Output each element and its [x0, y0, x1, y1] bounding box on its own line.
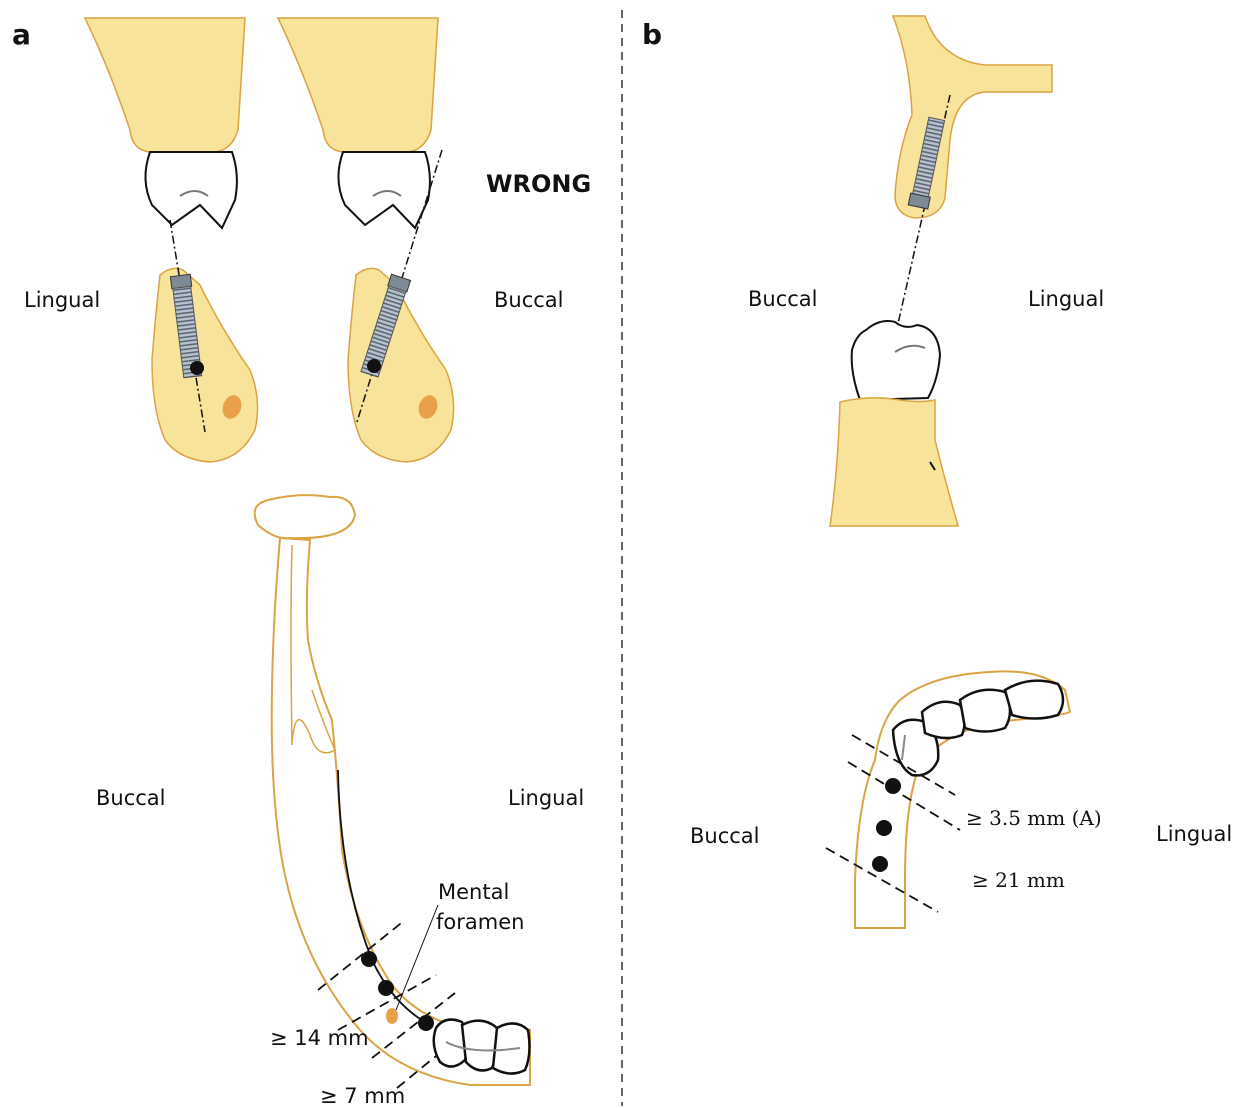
panel-a-letter: a	[12, 18, 31, 51]
wrong-label: WRONG	[486, 170, 591, 198]
panel-a-top-buccal-label: Buccal	[494, 288, 564, 312]
panel-a-correct-figure	[85, 18, 258, 462]
implant-site-dot	[378, 980, 394, 996]
panel-a-bottom-lingual-label: Lingual	[508, 786, 584, 810]
mental-foramen-label-line2: foramen	[436, 910, 524, 934]
upper-molar-tooth	[338, 152, 429, 228]
panel-b-letter: b	[642, 18, 662, 51]
panel-a-top-lingual-label: Lingual	[24, 288, 100, 312]
implant-apex-dot	[367, 359, 381, 373]
lower-tooth	[852, 321, 940, 400]
mental-foramen-label-line1: Mental	[438, 880, 509, 904]
maxilla-bone	[278, 18, 438, 152]
distance-14mm-label: ≥ 14 mm	[270, 1026, 369, 1050]
implant-site-dot	[418, 1015, 434, 1031]
panel-b-top-buccal-label: Buccal	[748, 287, 818, 311]
implant-site-dot	[872, 856, 888, 872]
panel-a-wrong-figure	[278, 18, 454, 462]
implant-site-dot	[876, 820, 892, 836]
panel-a-bottom-buccal-label: Buccal	[96, 786, 166, 810]
distance-3-5mm-label: ≥ 3.5 mm (A)	[966, 806, 1102, 830]
distance-21mm-label: ≥ 21 mm	[972, 868, 1065, 892]
panel-b-bottom-buccal-label: Buccal	[690, 824, 760, 848]
panel-a-mandible-figure	[255, 495, 530, 1088]
implant-site-dot	[885, 778, 901, 794]
mandible-section	[152, 268, 258, 462]
mandible-bone	[830, 398, 958, 526]
mental-foramen	[386, 1008, 398, 1024]
implant-apex-dot	[190, 361, 204, 375]
panel-b-top-lingual-label: Lingual	[1028, 287, 1104, 311]
condyle	[255, 495, 355, 538]
distance-7mm-label: ≥ 7 mm	[320, 1084, 405, 1108]
panel-b-sagittal-figure	[830, 16, 1052, 526]
implant-site-dot	[361, 951, 377, 967]
panel-b-bottom-lingual-label: Lingual	[1156, 822, 1232, 846]
molar-teeth-row	[434, 1020, 530, 1074]
maxilla-bone	[85, 18, 245, 152]
upper-molar-tooth	[145, 152, 236, 228]
